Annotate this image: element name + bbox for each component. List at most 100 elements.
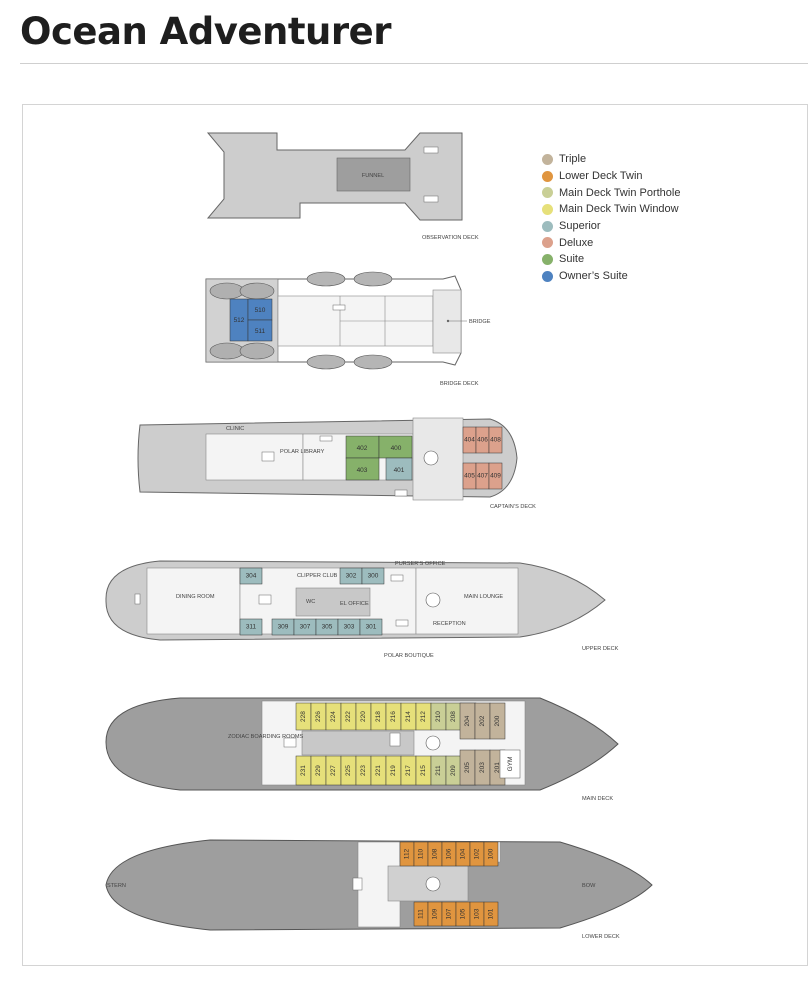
cabin-number: 111 xyxy=(418,909,425,919)
legend-swatch xyxy=(542,153,553,165)
cabin-number: 209 xyxy=(450,765,457,776)
cabin-number: 212 xyxy=(420,711,427,722)
legend-swatch xyxy=(542,270,553,282)
cabin-number: 512 xyxy=(234,317,245,324)
cabin-number: 305 xyxy=(322,624,333,631)
legend-item: Suite xyxy=(542,251,680,268)
cabin-number: 220 xyxy=(360,711,367,722)
clinic-label: CLINIC xyxy=(226,426,244,432)
cabin-403 xyxy=(345,457,380,481)
cabin-number: 102 xyxy=(474,848,481,859)
legend-label: Superior xyxy=(559,220,601,233)
reception-label: RECEPTION xyxy=(433,621,466,627)
cabin-number: 302 xyxy=(346,573,357,580)
stairs xyxy=(389,732,401,747)
cabin-number: 303 xyxy=(344,624,355,631)
cabin-number: 402 xyxy=(357,445,368,452)
bow-label: BOW xyxy=(582,883,596,889)
stairs xyxy=(395,619,409,627)
deck-label-lower: LOWER DECK xyxy=(582,934,620,940)
cabin-number: 211 xyxy=(435,765,442,776)
cabin-300 xyxy=(361,567,385,585)
cabin-number: 214 xyxy=(405,711,412,722)
cabin-number: 510 xyxy=(255,307,266,314)
cabin-number: 202 xyxy=(479,715,486,726)
cabin-number: 208 xyxy=(450,711,457,722)
stairs xyxy=(394,489,408,497)
deck-label-upper: UPPER DECK xyxy=(582,646,619,652)
legend-item: Main Deck Twin Porthole xyxy=(542,184,680,201)
funnel-label: FUNNEL xyxy=(362,173,384,179)
stairs xyxy=(258,594,272,605)
legend-label: Suite xyxy=(559,253,585,266)
cabin-number: 109 xyxy=(432,908,439,919)
cabin-311 xyxy=(239,618,263,636)
legend-item: Owner’s Suite xyxy=(542,268,680,285)
zodiac-label: ZODIAC BOARDING ROOMS xyxy=(228,734,303,740)
stairs xyxy=(423,146,439,154)
observation-deck: FUNNEL OBSERVATION DECK xyxy=(206,132,479,241)
cabin-number: 222 xyxy=(345,711,352,722)
deck-label-bridge: BRIDGE DECK xyxy=(440,381,479,387)
cabin-number: 228 xyxy=(300,711,307,722)
cabin-200 xyxy=(489,702,506,740)
cabin-number: 403 xyxy=(357,467,368,474)
cabin-number: 300 xyxy=(368,573,379,580)
spiral-stair xyxy=(425,735,441,751)
cabin-number: 309 xyxy=(278,624,289,631)
bridge-room-label: BRIDGE xyxy=(469,319,491,325)
cabin-number: 301 xyxy=(366,624,377,631)
cabin-511 xyxy=(247,319,273,342)
main-lounge-label: MAIN LOUNGE xyxy=(464,594,503,600)
boutique-label: POLAR BOUTIQUE xyxy=(384,653,434,659)
cabin-number: 311 xyxy=(246,624,257,631)
stairs xyxy=(283,737,297,748)
purser-office-label: PURSER’S OFFICE xyxy=(395,561,446,567)
stairs xyxy=(261,451,275,462)
wc-label: WC xyxy=(306,599,315,605)
cabin-number: 227 xyxy=(330,765,337,776)
legend-label: Lower Deck Twin xyxy=(559,170,643,183)
cabin-number: 304 xyxy=(246,573,257,580)
stairs xyxy=(423,195,439,203)
stern-label: STERN xyxy=(107,883,126,889)
cabin-number: 408 xyxy=(490,437,501,444)
cabin-number: 511 xyxy=(255,328,266,335)
spiral-stair xyxy=(425,592,441,608)
cabin-number: 405 xyxy=(464,473,475,480)
deck-label-captains: CAPTAIN’S DECK xyxy=(490,504,536,510)
stairs xyxy=(319,435,333,442)
cabin-number: 101 xyxy=(488,908,495,919)
cabin-number: 105 xyxy=(460,908,467,919)
cabin-number: 231 xyxy=(300,765,307,776)
deck-label-main: MAIN DECK xyxy=(582,796,613,802)
cabin-number: 226 xyxy=(315,711,322,722)
legend-item: Superior xyxy=(542,218,680,235)
cabin-number: 201 xyxy=(494,762,501,773)
cabin-number: 203 xyxy=(479,762,486,773)
legend-label: Triple xyxy=(559,153,587,166)
cabin-number: 407 xyxy=(477,473,488,480)
cabin-number: 401 xyxy=(394,467,405,474)
cabin-number: 100 xyxy=(488,848,495,859)
cabin-number: 224 xyxy=(330,711,337,722)
cabin-301 xyxy=(359,618,383,636)
bridge-deck: 512 510 511 BRIDGE BRIDGE DECK xyxy=(205,271,491,387)
cabin-number: 219 xyxy=(390,765,397,776)
cabin-101 xyxy=(483,901,499,927)
cabin-number: 103 xyxy=(474,908,481,919)
stairs xyxy=(332,304,346,311)
page-title: Ocean Adventurer xyxy=(20,10,391,53)
stairs xyxy=(134,593,141,605)
main-deck: 2282262242222202182162142122102082062042… xyxy=(105,697,619,802)
cabin-409 xyxy=(488,462,503,490)
cabin-number: 107 xyxy=(446,908,453,919)
cabin-number: 200 xyxy=(494,715,501,726)
legend-label: Owner’s Suite xyxy=(559,270,628,283)
cabin-100 xyxy=(483,841,499,867)
cabin-legend: Triple Lower Deck Twin Main Deck Twin Po… xyxy=(542,151,680,285)
cabin-304 xyxy=(239,567,263,585)
cabin-number: 223 xyxy=(360,765,367,776)
